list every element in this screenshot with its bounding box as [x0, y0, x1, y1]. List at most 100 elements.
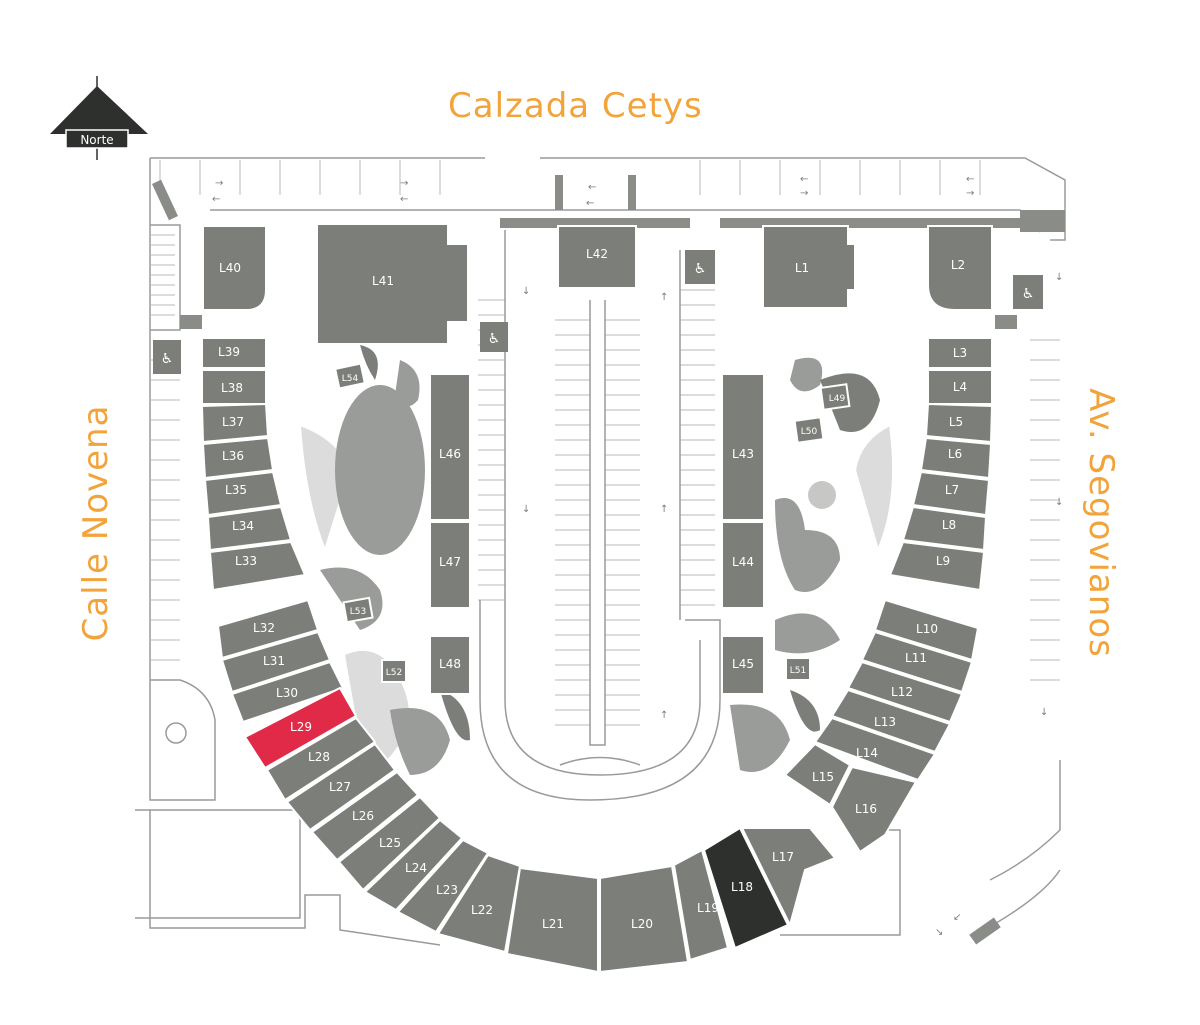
- unit-L15[interactable]: [783, 742, 852, 807]
- unit-L44[interactable]: [721, 521, 765, 609]
- store-units: [200, 223, 994, 974]
- unit-label-L49: L49: [829, 394, 846, 404]
- svg-text:↓: ↓: [1055, 497, 1063, 508]
- unit-label-L7: L7: [945, 483, 959, 497]
- unit-L6[interactable]: [919, 436, 993, 480]
- unit-label-L13: L13: [874, 715, 896, 729]
- unit-L14[interactable]: [813, 716, 937, 782]
- svg-text:→: →: [215, 178, 223, 189]
- unit-L9[interactable]: [888, 540, 986, 592]
- east-garden: [730, 357, 895, 772]
- svg-text:↙: ↙: [953, 912, 961, 923]
- unit-label-L38: L38: [221, 381, 243, 395]
- street-east: Av. Segovianos: [1081, 388, 1121, 658]
- svg-text:↓: ↓: [1055, 272, 1063, 283]
- unit-L39[interactable]: [201, 337, 267, 369]
- unit-L7[interactable]: [911, 470, 991, 517]
- svg-text:←: ←: [800, 174, 808, 185]
- unit-L22[interactable]: [436, 853, 522, 954]
- unit-L29[interactable]: [243, 686, 358, 770]
- unit-L31[interactable]: [220, 630, 332, 694]
- unit-label-L27: L27: [329, 780, 351, 794]
- unit-L33[interactable]: [208, 540, 307, 592]
- landmark-circle: [165, 722, 187, 744]
- unit-label-L28: L28: [308, 750, 330, 764]
- unit-L45[interactable]: [721, 635, 765, 695]
- unit-L36[interactable]: [201, 436, 275, 480]
- unit-label-L23: L23: [436, 883, 458, 897]
- svg-text:←: ←: [966, 174, 974, 185]
- unit-L2[interactable]: [927, 225, 993, 311]
- unit-L41[interactable]: [316, 223, 469, 345]
- svg-text:→: →: [400, 178, 408, 189]
- unit-label-L39: L39: [218, 345, 240, 359]
- unit-L53[interactable]: [342, 596, 374, 624]
- unit-L20[interactable]: [599, 864, 690, 974]
- svg-text:←: ←: [588, 182, 596, 193]
- parking-stalls: [150, 160, 1060, 726]
- unit-L18[interactable]: [702, 826, 790, 950]
- unit-label-L15: L15: [812, 770, 834, 784]
- svg-text:→: →: [800, 188, 808, 199]
- unit-label-L2: L2: [951, 258, 965, 272]
- unit-L3[interactable]: [927, 337, 993, 369]
- unit-L30[interactable]: [230, 660, 345, 724]
- svg-text:←: ←: [586, 198, 594, 209]
- unit-L13[interactable]: [830, 688, 952, 754]
- unit-L32[interactable]: [216, 598, 320, 660]
- unit-L23[interactable]: [396, 838, 490, 934]
- unit-label-L34: L34: [232, 519, 254, 533]
- unit-L8[interactable]: [901, 505, 988, 552]
- unit-label-L21: L21: [542, 917, 564, 931]
- unit-L5[interactable]: [924, 402, 994, 444]
- unit-L52[interactable]: [381, 659, 407, 683]
- unit-L16[interactable]: [830, 765, 918, 854]
- unit-label-L35: L35: [225, 483, 247, 497]
- unit-L26[interactable]: [310, 770, 420, 862]
- unit-L47[interactable]: [429, 521, 471, 609]
- unit-L12[interactable]: [846, 660, 964, 724]
- unit-L34[interactable]: [206, 505, 293, 552]
- unit-L51[interactable]: [785, 657, 811, 681]
- unit-label-L45: L45: [732, 657, 754, 671]
- unit-L46[interactable]: [429, 373, 471, 521]
- unit-label-L37: L37: [222, 415, 244, 429]
- unit-L10[interactable]: [873, 598, 980, 662]
- svg-text:↓: ↓: [522, 504, 530, 515]
- unit-L35[interactable]: [203, 470, 283, 517]
- unit-label-L6: L6: [948, 447, 962, 461]
- unit-L21[interactable]: [505, 866, 599, 974]
- svg-text:↓: ↓: [522, 286, 530, 297]
- crosswalks: [152, 175, 1065, 945]
- svg-text:↘: ↘: [935, 927, 943, 938]
- svg-text:→: →: [966, 188, 974, 199]
- unit-label-L22: L22: [471, 903, 493, 917]
- unit-label-L10: L10: [916, 622, 938, 636]
- unit-label-L14: L14: [856, 746, 878, 760]
- unit-label-L41: L41: [372, 274, 394, 288]
- unit-label-L26: L26: [352, 809, 374, 823]
- north-compass-icon: [50, 76, 148, 160]
- unit-L17[interactable]: [740, 827, 837, 928]
- unit-L27[interactable]: [285, 742, 397, 832]
- unit-L49[interactable]: [819, 383, 851, 411]
- unit-L50[interactable]: [793, 416, 825, 444]
- unit-L42[interactable]: [557, 225, 637, 289]
- unit-L43[interactable]: [721, 373, 765, 521]
- unit-L19[interactable]: [672, 848, 730, 962]
- unit-L54[interactable]: [334, 362, 366, 390]
- unit-L1[interactable]: [762, 225, 856, 309]
- unit-L48[interactable]: [429, 635, 471, 695]
- unit-label-L53: L53: [350, 607, 366, 617]
- unit-label-L43: L43: [732, 447, 754, 461]
- street-west: Calle Novena: [76, 404, 116, 642]
- unit-L24[interactable]: [363, 818, 464, 912]
- unit-label-L42: L42: [586, 247, 608, 261]
- unit-L37[interactable]: [200, 402, 270, 444]
- unit-L28[interactable]: [265, 716, 377, 802]
- unit-L11[interactable]: [860, 630, 974, 694]
- unit-L40[interactable]: [202, 225, 267, 311]
- unit-L25[interactable]: [337, 795, 442, 892]
- unit-label-L44: L44: [732, 555, 754, 569]
